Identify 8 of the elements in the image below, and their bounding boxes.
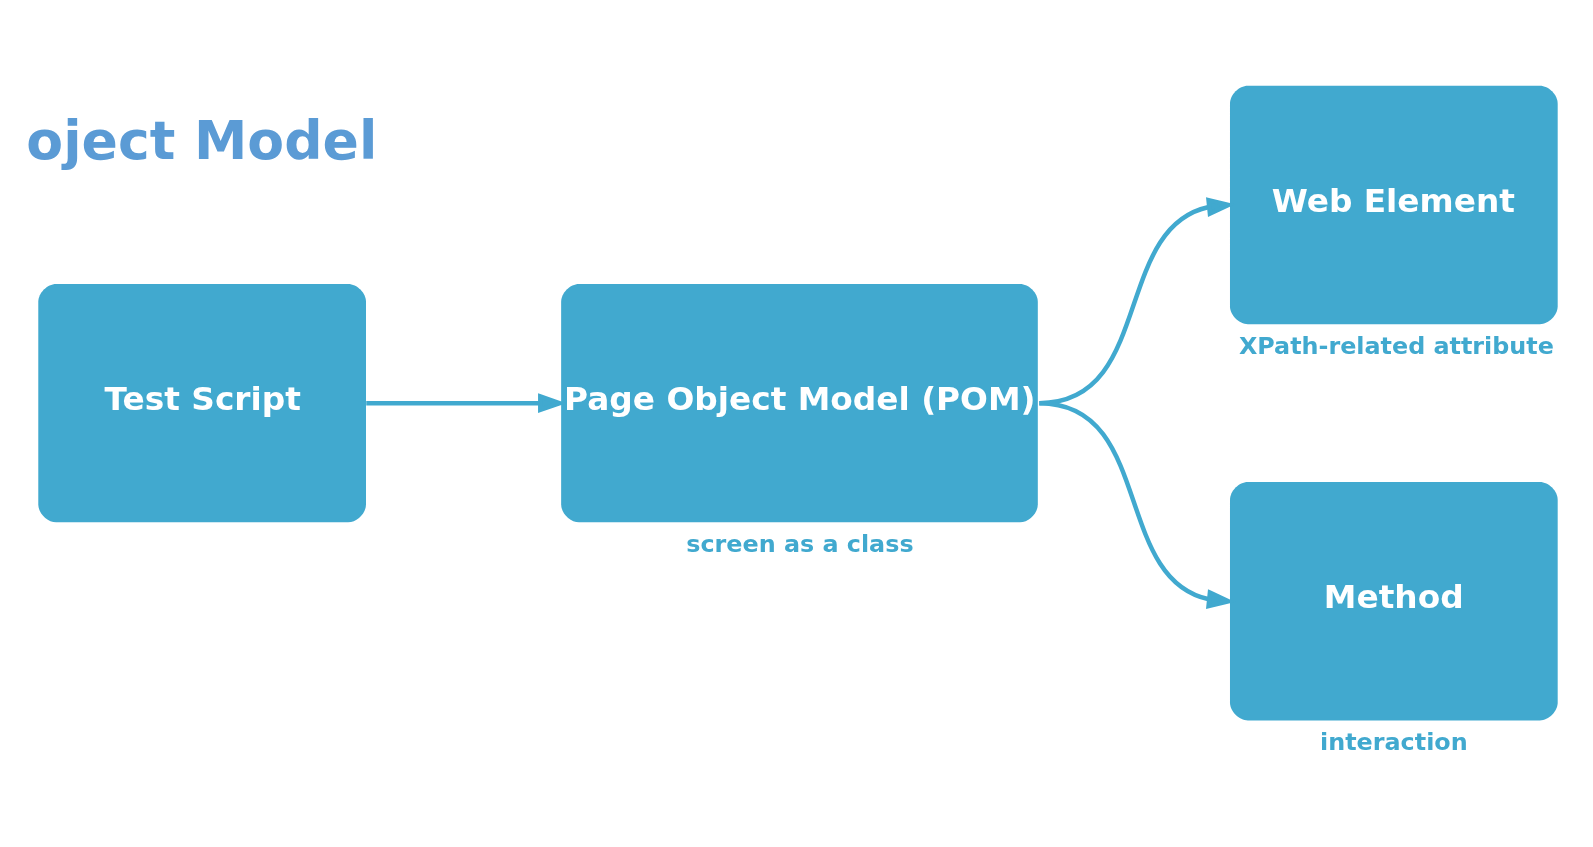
node-box: Test Script [38,283,366,522]
label: oject Model [26,108,378,172]
node-box: Web Element [1230,85,1558,324]
node-box: Method [1230,481,1558,720]
node-label: interaction [1320,727,1468,756]
node-box: Page Object Model (POM) [561,283,1038,522]
node-label: XPath-related attribute [1238,331,1554,360]
node-label: screen as a class [686,529,914,558]
